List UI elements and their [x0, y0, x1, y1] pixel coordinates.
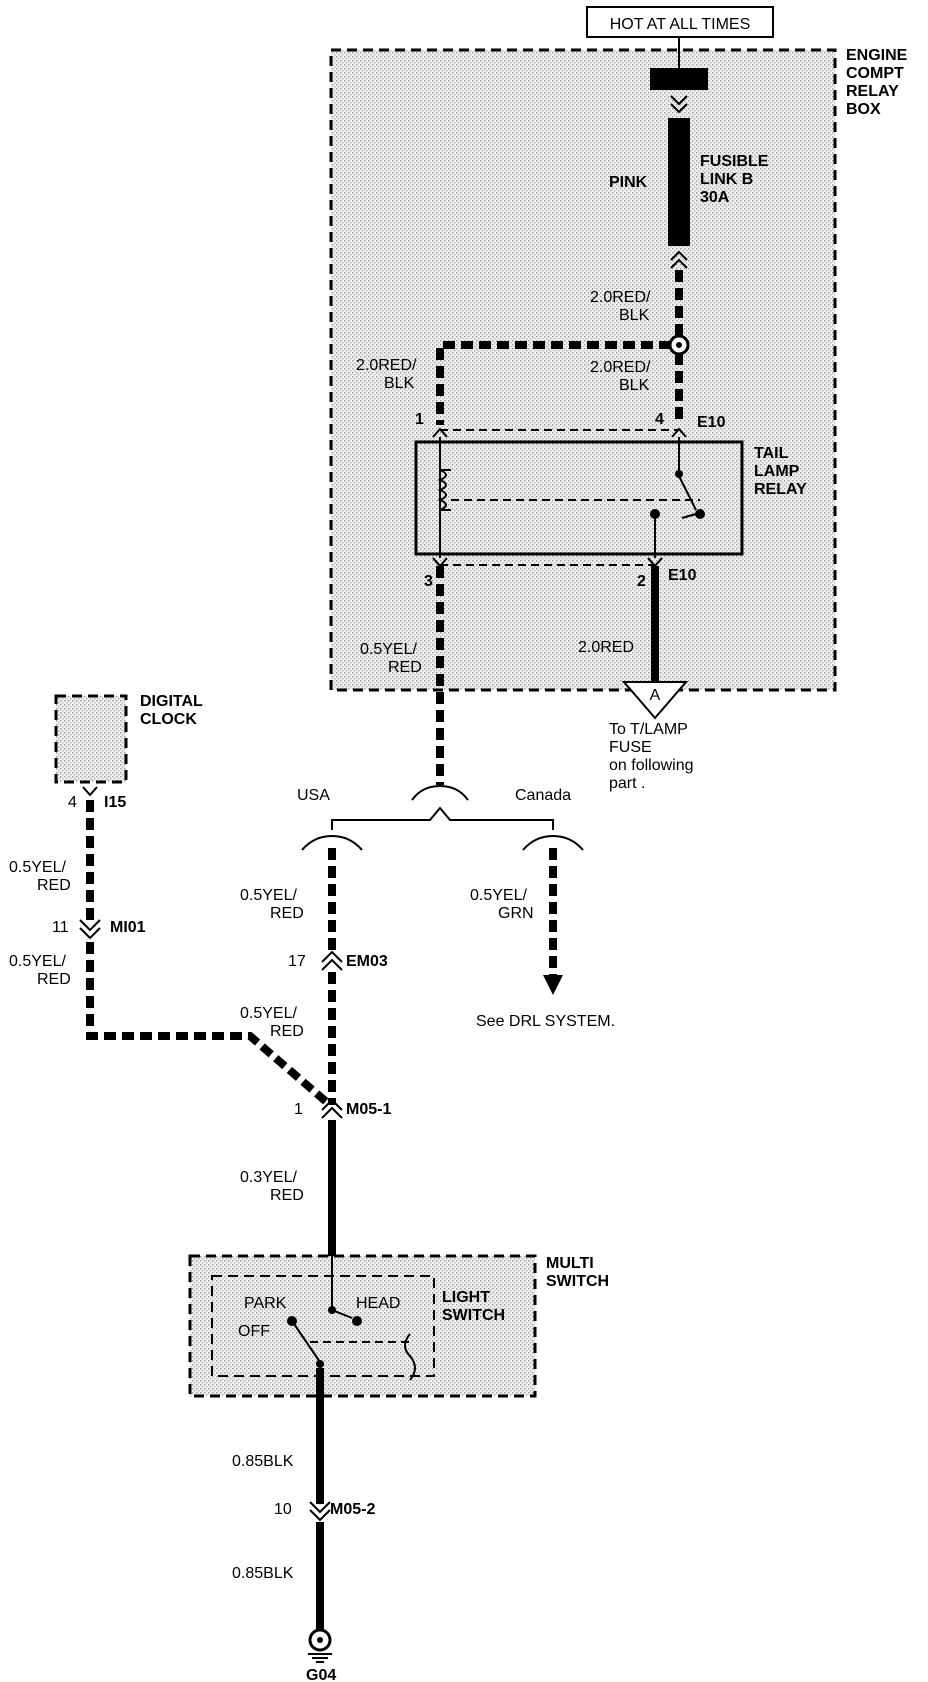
tail-lamp-relay: [414, 427, 744, 568]
light-switch-off: OFF: [238, 1323, 270, 1340]
drl-note: See DRL SYSTEM.: [476, 1013, 615, 1030]
relay-connector-top: E10: [697, 414, 726, 431]
connector-m05-2-pin: 10: [274, 1501, 292, 1518]
variant-canada: Canada: [515, 787, 571, 804]
tlamp-fuse-reference: A: [621, 681, 689, 720]
wire-right-branch-label-1: 2.0RED/: [590, 359, 651, 376]
tlamp-fuse-line-3: on following: [609, 757, 694, 774]
wire-left-branch-label-1: 2.0RED/: [356, 357, 417, 374]
wire-m051-below-label-1: 0.3YEL/: [240, 1169, 297, 1186]
multi-switch-title-2: SWITCH: [546, 1273, 609, 1290]
fusible-link-title-1: FUSIBLE: [700, 153, 769, 170]
fusible-link-title-3: 30A: [700, 189, 730, 206]
relay-box-title-3: RELAY: [846, 83, 899, 100]
light-switch-title-2: SWITCH: [442, 1307, 505, 1324]
wire-fuse-out-label-2: BLK: [619, 307, 650, 324]
power-source-box: HOT AT ALL TIMES: [586, 6, 774, 38]
relay-pin-4: 4: [655, 411, 664, 428]
power-source-label: HOT AT ALL TIMES: [610, 16, 751, 33]
wire-usa-label-2: RED: [270, 905, 304, 922]
drl-arrow: [543, 975, 563, 995]
digital-clock-title-1: DIGITAL: [140, 693, 203, 710]
wire-relay3-label-1: 0.5YEL/: [360, 641, 417, 658]
connector-em03-pin: 17: [288, 953, 306, 970]
digital-clock-title-2: CLOCK: [140, 711, 197, 728]
multi-switch-box: [188, 1254, 537, 1398]
wire-switch-out-label: 0.85BLK: [232, 1453, 294, 1470]
digital-clock-connector: I15: [104, 794, 126, 811]
relay-title-2: LAMP: [754, 463, 800, 480]
tlamp-fuse-symbol: A: [650, 687, 661, 704]
connector-mi01-pin: 11: [52, 919, 69, 936]
tlamp-fuse-line-2: FUSE: [609, 739, 652, 756]
connector-m05-1-name: M05-1: [346, 1101, 391, 1118]
wire-em03-below-label-2: RED: [270, 1023, 304, 1040]
relay-box-title-2: COMPT: [846, 65, 904, 82]
relay-connector-bottom: E10: [668, 567, 697, 584]
relay-box-title-1: ENGINE: [846, 47, 908, 64]
fusible-link-wire-color: PINK: [609, 174, 648, 191]
digital-clock-pin: 4: [68, 794, 77, 811]
connector-em03-name: EM03: [346, 953, 388, 970]
light-switch-title-1: LIGHT: [442, 1289, 490, 1306]
light-switch-park: PARK: [244, 1295, 287, 1312]
connector-m05-2: [309, 1501, 331, 1522]
wire-fuse-out-label-1: 2.0RED/: [590, 289, 651, 306]
wire-relay3-label-2: RED: [388, 659, 422, 676]
fusible-link: [650, 37, 708, 269]
wire-clock-lower-label-1: 0.5YEL/: [9, 953, 66, 970]
wire-em03-below-label-1: 0.5YEL/: [240, 1005, 297, 1022]
tlamp-fuse-line-4: part .: [609, 775, 645, 792]
connector-mi01: [79, 919, 101, 940]
fusible-link-title-2: LINK B: [700, 171, 753, 188]
tlamp-fuse-line-1: To T/LAMP: [609, 721, 688, 738]
variant-split: [301, 784, 584, 851]
wire-clock-lower-label-2: RED: [37, 971, 71, 988]
digital-clock-box: [54, 694, 128, 784]
relay-pin-1: 1: [415, 411, 424, 428]
wire-usa-label-1: 0.5YEL/: [240, 887, 297, 904]
wire-left-branch-label-2: BLK: [384, 375, 415, 392]
wire-right-branch-label-2: BLK: [619, 377, 650, 394]
relay-title-3: RELAY: [754, 481, 807, 498]
relay-pin-3: 3: [424, 573, 433, 590]
light-switch-head: HEAD: [356, 1295, 400, 1312]
relay-pin-2: 2: [637, 573, 646, 590]
connector-m05-1-pin: 1: [294, 1101, 303, 1118]
wire-relay2-label: 2.0RED: [578, 639, 634, 656]
wire-clock-lower: [86, 942, 333, 1109]
connector-em03: [321, 950, 343, 971]
relay-box-outline: [329, 48, 837, 692]
variant-usa: USA: [297, 787, 330, 804]
wire-canada-label-1: 0.5YEL/: [470, 887, 527, 904]
ground-label: G04: [306, 1667, 336, 1682]
wire-clock-out-label-1: 0.5YEL/: [9, 859, 66, 876]
wire-clock-out-label-2: RED: [37, 877, 71, 894]
wire-m051-below-label-2: RED: [270, 1187, 304, 1204]
relay-title-1: TAIL: [754, 445, 789, 462]
wire-ground-label: 0.85BLK: [232, 1565, 294, 1582]
connector-mi01-name: MI01: [110, 919, 146, 936]
wire-canada-label-2: GRN: [498, 905, 534, 922]
relay-box-title-4: BOX: [846, 101, 881, 118]
light-switch-contacts: [287, 1256, 416, 1381]
wire-left-branch: [436, 341, 671, 425]
connector-m05-1: [321, 1098, 343, 1119]
connector-m05-2-name: M05-2: [330, 1501, 375, 1518]
multi-switch-title-1: MULTI: [546, 1255, 594, 1272]
ground-symbol: [308, 1628, 332, 1663]
